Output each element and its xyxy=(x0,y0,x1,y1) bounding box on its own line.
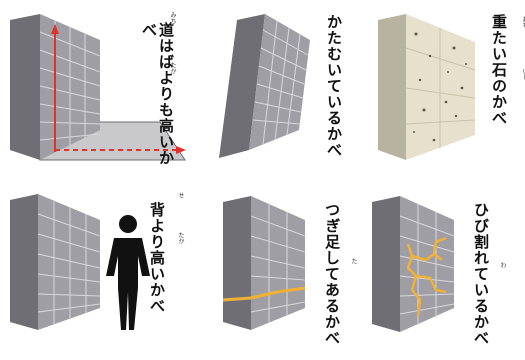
person-wall-illustration xyxy=(10,194,150,330)
furigana: た xyxy=(350,258,357,264)
furigana: たか xyxy=(169,62,176,74)
furigana: わ xyxy=(499,262,506,268)
cracked-wall-illustration xyxy=(372,196,455,332)
panel-tall-wall: 道はばよりも高いかべ xyxy=(0,0,186,175)
furigana: おも xyxy=(521,16,525,28)
panel-label: ひび割れているかべ xyxy=(472,202,490,346)
patched-wall-illustration xyxy=(222,196,306,330)
panel-label: つぎ足してあるかべ xyxy=(323,202,341,346)
furigana: みち xyxy=(169,12,176,24)
furigana: せ xyxy=(177,192,184,198)
panel-label: かたむいているかべ xyxy=(325,14,343,158)
panel-label: 重たい石のかべ xyxy=(490,14,508,126)
patch-seam xyxy=(222,286,306,302)
panel-wall-taller-than-person: 背より高いかべ xyxy=(0,180,175,360)
person-silhouette xyxy=(106,215,150,330)
furigana: いし xyxy=(521,68,525,80)
stone-wall-illustration xyxy=(378,14,476,160)
panel-patched-wall: つぎ足してあるかべ xyxy=(175,180,350,360)
tall-wall-illustration xyxy=(10,14,186,161)
panel-label: 道はばよりも高いかべ xyxy=(140,22,175,166)
panel-label: 背より高いかべ xyxy=(148,202,166,314)
leaning-wall-illustration xyxy=(219,14,310,158)
panel-heavy-stone-wall: 重たい石のかべ xyxy=(350,0,525,175)
panel-leaning-wall: かたむいているかべ xyxy=(175,0,350,175)
panel-cracked-wall: ひび割れているかべ xyxy=(350,180,525,360)
furigana: たか xyxy=(177,232,184,244)
crack-lines xyxy=(406,236,447,317)
